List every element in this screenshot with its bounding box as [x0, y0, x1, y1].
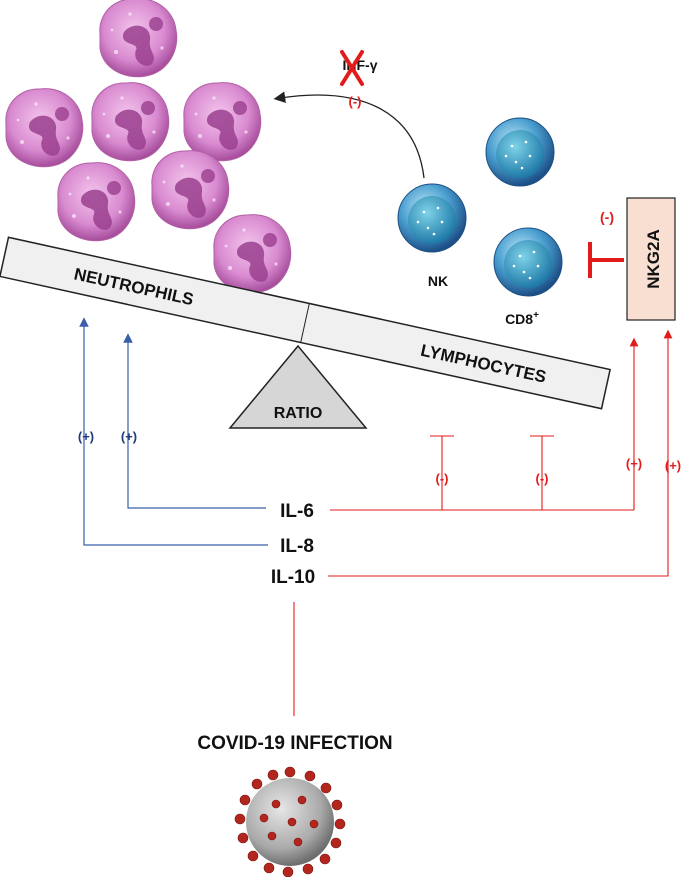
ratio-fulcrum — [228, 344, 368, 429]
neutrophil-cell — [5, 88, 84, 168]
neutrophil-cell — [151, 150, 230, 230]
cd8-label: CD8+ — [505, 310, 539, 327]
il10-red-path — [328, 329, 673, 577]
il8-to-neutrophils-arrow — [79, 317, 268, 546]
il6-to-neutrophils-arrow — [123, 333, 266, 509]
red-minus-left: (-) — [436, 471, 449, 486]
red-plus-left: (+) — [626, 456, 642, 471]
inf-gamma-sign: (-) — [349, 94, 362, 109]
neutrophil-cell — [183, 82, 262, 162]
neutrophil-cell — [213, 214, 292, 294]
coronavirus-icon — [234, 766, 346, 877]
blue-plus-right: (+) — [121, 429, 137, 444]
red-plus-right: (+) — [665, 458, 681, 473]
covid-infection-label: COVID-19 INFECTION — [197, 733, 392, 754]
nkg2a-box — [626, 197, 676, 321]
cd8-superscript: + — [533, 310, 539, 321]
lymphocyte-group — [397, 117, 563, 297]
neutrophil-cell — [99, 0, 178, 78]
nkg2a-inhibit-sign: (-) — [600, 209, 614, 225]
il8-label: IL-8 — [280, 536, 314, 557]
neutrophil-cell — [57, 162, 136, 242]
neutrophil-cell — [91, 82, 170, 162]
inf-gamma-arrow — [273, 91, 425, 179]
nk-cell — [397, 183, 467, 253]
nkg2a-label: NKG2A — [644, 229, 663, 289]
nk-label: NK — [428, 273, 448, 289]
il6-red-paths — [330, 337, 639, 511]
lymphocyte-cell — [485, 117, 555, 187]
il6-label: IL-6 — [280, 501, 314, 522]
ratio-label: RATIO — [274, 405, 323, 422]
cd8-label-text: CD8 — [505, 311, 533, 327]
blue-plus-left: (+) — [78, 429, 94, 444]
nkg2a-inhibit-bar — [588, 242, 624, 278]
il10-label: IL-10 — [271, 567, 315, 588]
red-minus-right: (-) — [536, 471, 549, 486]
inf-gamma-cross-icon — [340, 50, 364, 86]
cd8-cell — [493, 227, 563, 297]
